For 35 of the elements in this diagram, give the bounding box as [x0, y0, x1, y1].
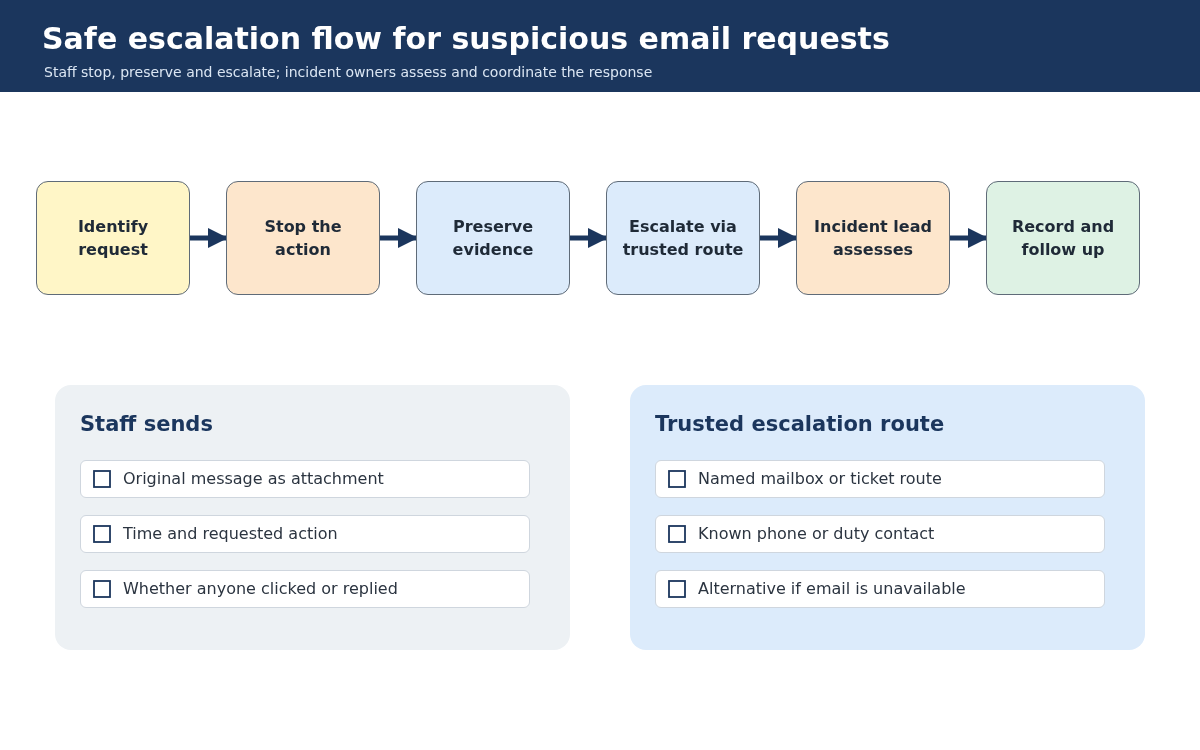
checklist-item	[80, 570, 530, 608]
checklist-item	[655, 460, 1105, 498]
panel-heading: Trusted escalation route	[655, 411, 945, 438]
process-box	[796, 181, 950, 295]
item-text: Known phone or duty contact	[698, 523, 935, 545]
item-text: Named mailbox or ticket route	[698, 468, 942, 490]
arrow	[760, 228, 798, 248]
process-box	[226, 181, 380, 295]
checklist-panel	[55, 385, 570, 650]
checklist-item	[655, 570, 1105, 608]
item-text: Original message as attachment	[123, 468, 384, 490]
arrow	[380, 228, 418, 248]
checklist-item	[80, 460, 530, 498]
checklist-panel	[630, 385, 1145, 650]
process-box	[986, 181, 1140, 295]
arrow	[570, 228, 608, 248]
item-text: Time and requested action	[123, 523, 338, 545]
step-label: Record and follow up	[1010, 216, 1116, 261]
arrow	[950, 228, 988, 248]
process-box	[606, 181, 760, 295]
checklist-item	[80, 515, 530, 553]
step-label: Preserve evidence	[451, 216, 535, 261]
step-label: Escalate via trusted route	[621, 216, 745, 261]
title: Safe escalation flow for suspicious email requests	[42, 20, 890, 58]
step-label: Stop the action	[263, 216, 343, 261]
subtitle: Staff stop, preserve and escalate; incident owners assess and coordinate the response	[44, 63, 653, 82]
checklist-item	[655, 515, 1105, 553]
process-box	[416, 181, 570, 295]
arrow	[190, 228, 228, 248]
panel-heading: Staff sends	[80, 411, 213, 438]
item-text: Alternative if email is unavailable	[698, 578, 966, 600]
process-box	[36, 181, 190, 295]
item-text: Whether anyone clicked or replied	[123, 578, 398, 600]
step-label: Identify request	[76, 216, 150, 261]
step-label: Incident lead assesses	[813, 216, 933, 261]
